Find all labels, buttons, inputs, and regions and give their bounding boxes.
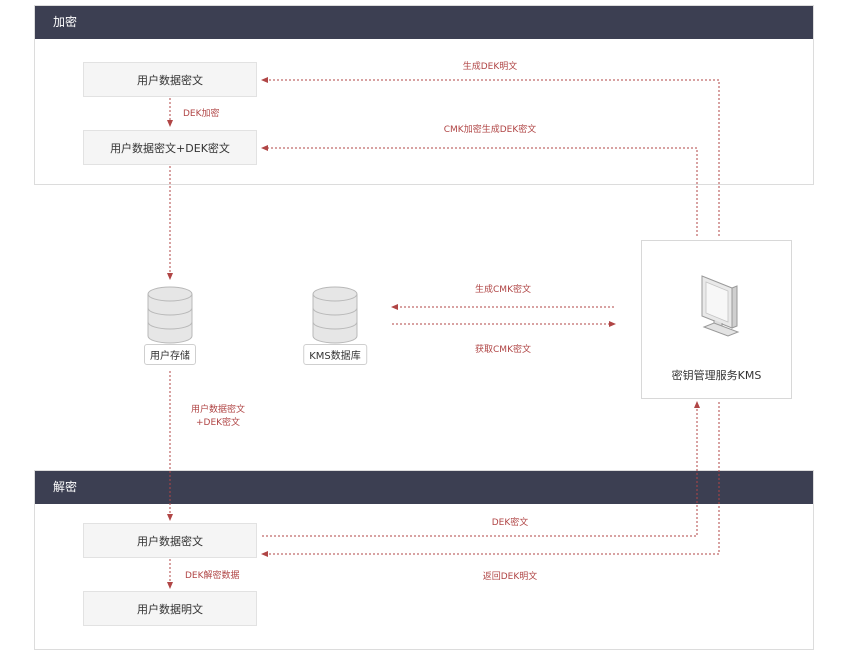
label-dek-decrypt: DEK解密数据 [185,571,240,581]
kms-service-label: 密钥管理服务KMS [671,369,762,382]
kms-database-tag: KMS数据库 [303,344,367,365]
encrypt-header: 加密 [35,6,813,39]
label-get-cmk: 获取CMK密文 [475,345,531,355]
label-return-dek-plain: 返回DEK明文 [482,572,538,582]
monitor-icon [701,275,740,337]
label-dek-cipher: DEK密文 [491,518,529,528]
encrypt-ciphertext-text: 用户数据密文 [137,73,203,87]
label-generate-cmk: 生成CMK密文 [475,285,531,295]
arrow-dek-cipher-to-kms [262,401,700,537]
arrow-return-dek-plain [261,402,720,557]
encrypt-combined-box: 用户数据密文+DEK密文 [83,130,257,165]
decrypt-ciphertext-box: 用户数据密文 [83,523,257,558]
user-storage-tag: 用户存储 [144,344,196,365]
label-storage-line1: 用户数据密文 [190,405,246,415]
label-storage-line2: +DEK密文 [195,418,241,428]
label-generate-dek-plain: 生成DEK明文 [462,62,518,72]
arrow-cmk-encrypt-dek [261,145,698,236]
label-dek-encrypt: DEK加密 [183,109,220,119]
decrypt-header: 解密 [35,471,813,504]
decrypt-ciphertext-text: 用户数据密文 [137,534,203,548]
decrypt-plaintext-box: 用户数据明文 [83,591,257,626]
arrow-generate-dek-plain [261,77,720,236]
encrypt-combined-text: 用户数据密文+DEK密文 [110,141,230,155]
database-icon [312,286,358,344]
decrypt-plaintext-text: 用户数据明文 [137,602,203,616]
encrypt-ciphertext-box: 用户数据密文 [83,62,257,97]
database-icon [147,286,193,344]
label-cmk-encrypt-dek: CMK加密生成DEK密文 [443,125,537,135]
